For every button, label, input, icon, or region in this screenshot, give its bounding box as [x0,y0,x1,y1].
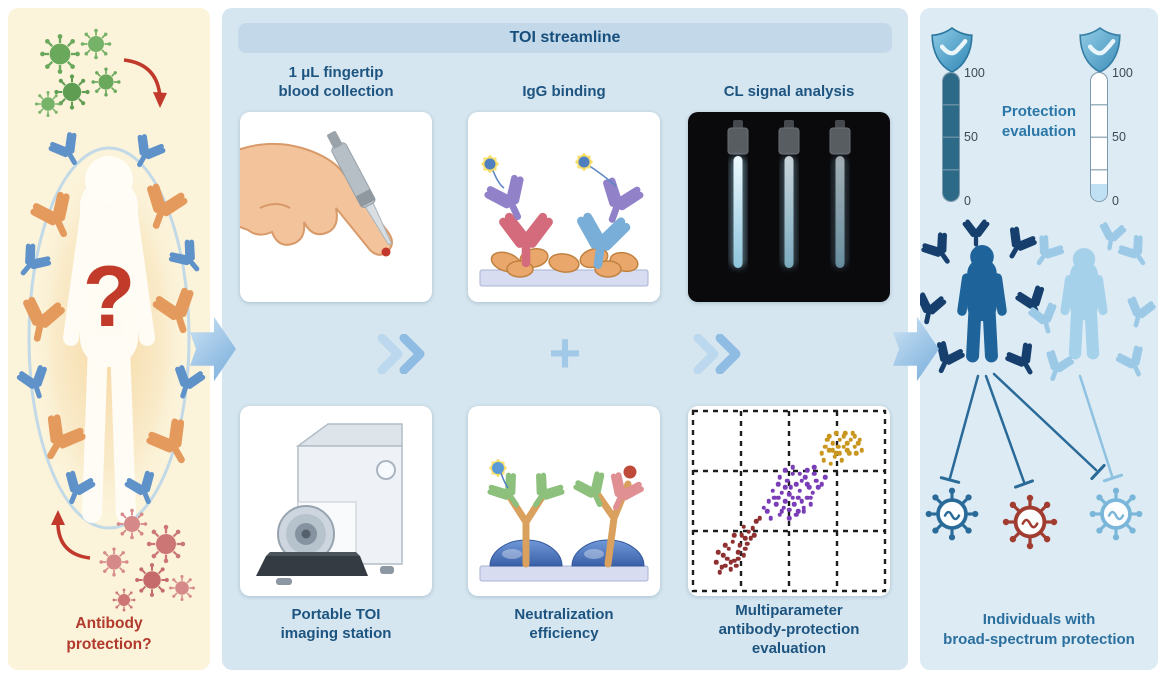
cycle-arrow-bottom-icon [51,510,91,560]
test-strip-3 [829,120,851,268]
plus-icon: + [548,321,582,384]
step-label-blood-collection: 1 μL fingertip blood collection [278,64,394,100]
card-cl-signal [688,112,890,302]
double-chevron-right-icon [693,334,741,374]
cl-label2-icon [574,152,594,172]
right-caption: Individuals with broad-spectrum protecti… [943,611,1135,649]
cycle-arrow-top-icon [123,58,167,108]
card-neutralization [468,406,660,596]
protected-person-dark [962,245,1002,356]
card-imaging-station [240,406,432,596]
lens-icon [277,505,335,563]
meter-scale-left: 100 50 0 [964,66,985,208]
station-dial-icon [376,460,396,480]
virus-lightblue-icon [1087,485,1145,543]
cl-signal-illustration [727,120,851,268]
card-igg-binding [468,112,660,302]
inhibition-line-light-icon [1078,374,1124,483]
card-scatter [688,406,890,596]
blood-collection-illustration [240,131,393,257]
cl-label-icon [480,154,500,174]
human-figure [63,156,155,523]
question-mark: ? [83,249,136,345]
left-panel-art: ? [8,27,210,613]
step-label-cl-signal: CL signal analysis [723,83,855,100]
imaging-station-illustration [256,423,403,585]
toi-streamline-panel: TOI streamline 1 μL fingertip blood coll… [222,8,908,670]
step-label-igg-binding: IgG binding [522,83,606,100]
step-label-neutralization: Neutralization efficiency [514,606,614,642]
protection-meter-high [942,72,960,202]
neutralizing-antibody-icon [488,473,527,513]
step-label-imaging-station: Portable TOI imaging station [280,606,392,642]
antigen-blobs [490,247,639,278]
right-panel-art [920,26,1158,552]
test-strip-1 [727,120,749,268]
left-panel: ? [8,8,210,670]
virus-cluster-pink-icon [98,507,196,613]
pipette-icon [327,131,393,246]
virus-darkred-icon [1000,492,1060,552]
step-label-multiparameter: Multiparameter antibody-protection evalu… [718,602,860,657]
test-strip-2 [778,120,800,268]
scatter-plot [698,416,880,586]
protection-panel: 100 50 0 100 50 0 Protection evaluation … [920,8,1158,670]
left-caption: Antibody protection? [66,615,152,653]
protected-person-light [1065,248,1103,353]
virus-particle-icon [623,465,637,479]
virus-darkblue-icon [923,485,981,543]
panel-title: TOI streamline [238,23,892,53]
meter-scale-right: 100 50 0 [1112,66,1133,208]
igg-binding-illustration [479,152,649,287]
blood-drop-icon [381,247,391,257]
virus-cluster-green-icon [34,27,122,118]
card-blood-collection [240,112,432,302]
cl-label-icon [488,458,509,489]
cycle-ellipse [27,146,191,530]
assay-plate [479,565,649,582]
inhibition-lines-dark-icon [939,372,1106,489]
protection-evaluation-label: Protection evaluation [1001,103,1077,140]
sample-tray [256,556,368,576]
double-chevron-left-icon [377,334,425,374]
protection-meter-low [1090,72,1108,202]
neutralization-illustration [479,458,649,582]
hand-icon [240,142,393,256]
dashed-grid [691,409,887,593]
